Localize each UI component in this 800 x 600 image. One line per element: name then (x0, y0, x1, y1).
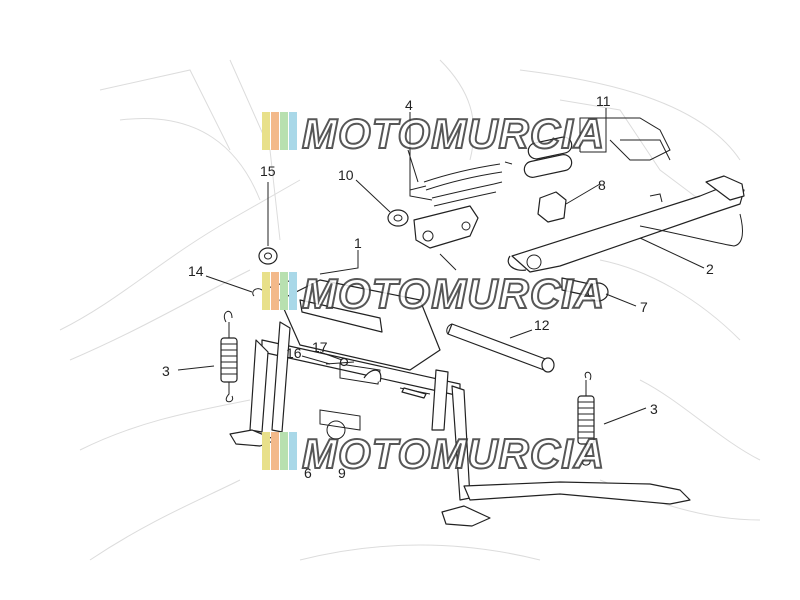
callout-2: 2 (706, 261, 714, 277)
watermark-top: MOTOMURCIA (262, 109, 605, 158)
part-nut (387, 209, 409, 227)
part-long-pin (446, 323, 555, 373)
part-spring-left (220, 310, 238, 403)
callout-17: 17 (312, 339, 328, 355)
watermark-middle: MOTOMURCIA (262, 269, 605, 318)
part-centre-stand (229, 279, 691, 527)
watermark-text: MOTOMURCIA (302, 430, 605, 477)
part-washer (258, 247, 278, 265)
part-springs (423, 161, 513, 207)
callout-16: 16 (286, 345, 302, 361)
callout-labels: 1 2 3 3 4 6 7 8 9 10 11 12 14 15 16 17 (162, 93, 714, 481)
watermark-text: MOTOMURCIA (302, 110, 605, 157)
callout-1: 1 (354, 235, 362, 251)
watermark-stripe-2 (271, 272, 279, 310)
watermark-stripe-1 (262, 432, 270, 470)
watermark-stripe-4 (289, 112, 297, 150)
callout-10: 10 (338, 167, 354, 183)
part-bracket-plate (413, 205, 479, 249)
callout-11: 11 (596, 93, 611, 109)
callout-9: 9 (338, 465, 346, 481)
callout-8: 8 (598, 177, 606, 193)
watermark-text: MOTOMURCIA (302, 270, 605, 317)
watermark-stripe-4 (289, 272, 297, 310)
callout-3-left: 3 (162, 363, 170, 379)
part-rubber-sleeves (523, 117, 671, 178)
part-side-stand (507, 175, 745, 273)
callout-15: 15 (260, 163, 276, 179)
part-rubber-stop (537, 191, 567, 223)
watermark-stripe-2 (271, 112, 279, 150)
leader-lines (177, 108, 705, 425)
callout-14: 14 (188, 263, 204, 279)
part-cotter-pin (252, 279, 293, 297)
watermark-stripe-3 (280, 112, 288, 150)
watermark-stripe-2 (271, 432, 279, 470)
callout-4: 4 (405, 97, 413, 113)
watermark-stripe-4 (289, 432, 297, 470)
callout-7: 7 (640, 299, 648, 315)
part-spring-right (577, 371, 595, 466)
callout-12: 12 (534, 317, 550, 333)
part-small-hardware (325, 357, 427, 399)
part-pivot-pin (561, 277, 609, 302)
watermark-stripe-3 (280, 272, 288, 310)
watermark-stripe-1 (262, 112, 270, 150)
watermark-bottom: MOTOMURCIA (262, 429, 605, 478)
watermark-stripe-1 (262, 272, 270, 310)
watermark-stripe-3 (280, 432, 288, 470)
callout-3-right: 3 (650, 401, 658, 417)
callout-6: 6 (304, 465, 312, 481)
